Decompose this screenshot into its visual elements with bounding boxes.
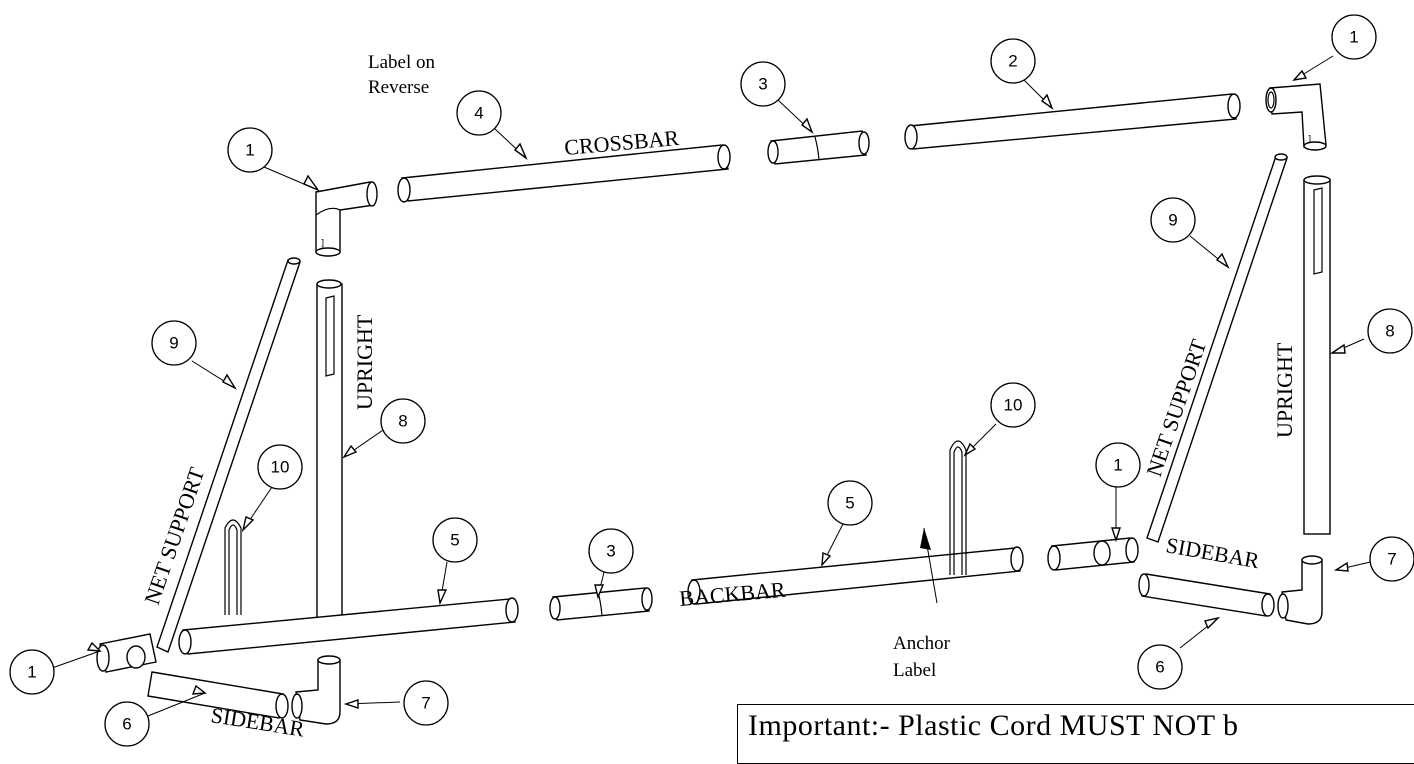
- svg-text:1: 1: [1113, 456, 1122, 475]
- svg-text:4: 4: [474, 104, 483, 123]
- callout-5-left: 5: [432, 517, 478, 563]
- corner-elbow-bottom-right: [1047, 537, 1139, 571]
- anchor-label-note-line1: Anchor: [893, 633, 951, 654]
- callout-8-right: 8: [1367, 308, 1413, 354]
- callout-7-left: 7: [403, 680, 449, 726]
- sidebar-pipe-left: [147, 671, 289, 719]
- callout-7-right: 7: [1369, 536, 1414, 582]
- svg-text:9: 9: [169, 334, 178, 353]
- arrow-heads: [86, 69, 1349, 709]
- callout-1-top-left: 1: [227, 127, 273, 173]
- upright-right: [1303, 175, 1331, 535]
- svg-text:1: 1: [1349, 28, 1358, 47]
- corner-elbow-top-right: ]: [1265, 83, 1327, 151]
- svg-text:2: 2: [1008, 52, 1017, 71]
- callout-10-left: 10: [257, 444, 303, 490]
- net-support-right: [1146, 153, 1288, 543]
- callout-3-bottom: 3: [588, 528, 634, 574]
- callout-6-left: 6: [104, 701, 150, 747]
- svg-text:]: ]: [1307, 135, 1312, 145]
- important-notice-text: Important:- Plastic Cord MUST NOT b: [748, 709, 1239, 742]
- sidebar-pipe-right: [1138, 573, 1275, 617]
- callout-1-bottom-right: 1: [1095, 442, 1141, 488]
- svg-text:8: 8: [398, 412, 407, 431]
- goal-assembly-diagram: ] ]: [9, 14, 1414, 747]
- svg-text:3: 3: [606, 542, 615, 561]
- svg-text:1: 1: [245, 141, 254, 160]
- upright-left: [316, 279, 343, 637]
- corner-elbow-top-left: ]: [315, 181, 378, 257]
- svg-text:9: 9: [1168, 211, 1177, 230]
- svg-text:5: 5: [450, 531, 459, 550]
- svg-text:]: ]: [320, 239, 325, 249]
- callout-1-top-right: 1: [1331, 14, 1377, 60]
- callout-1-bottom-left: 1: [9, 649, 55, 695]
- callout-10-right: 10: [990, 382, 1036, 428]
- callout-4: 4: [456, 90, 502, 136]
- svg-text:7: 7: [421, 694, 430, 713]
- callout-9-left: 9: [151, 320, 197, 366]
- corner-base-right: [1277, 555, 1323, 625]
- sidebar-label-right: SIDEBAR: [1164, 532, 1261, 573]
- label-on-reverse-note-line1: Label on: [368, 52, 436, 73]
- upright-label-right: UPRIGHT: [1272, 342, 1297, 438]
- net-support-left: [156, 257, 301, 653]
- svg-text:3: 3: [758, 75, 767, 94]
- anchor-peg-left: [224, 519, 242, 615]
- important-notice-box: Important:- Plastic Cord MUST NOT b: [737, 704, 1414, 764]
- callout-6-right: 6: [1137, 644, 1183, 690]
- crossbar-pipe: [397, 144, 731, 203]
- svg-text:6: 6: [1155, 658, 1164, 677]
- svg-text:6: 6: [122, 715, 131, 734]
- callout-9-right: 9: [1150, 197, 1196, 243]
- callout-8-left: 8: [380, 398, 426, 444]
- backbar-pipe-right: [687, 546, 1024, 605]
- svg-text:1: 1: [27, 663, 36, 682]
- svg-text:10: 10: [271, 458, 290, 477]
- callout-3-top: 3: [740, 61, 786, 107]
- anchor-label-note-line2: Label: [893, 660, 936, 681]
- svg-text:8: 8: [1385, 322, 1394, 341]
- callout-5-right: 5: [827, 480, 873, 526]
- corner-elbow-bottom-left: [96, 633, 157, 673]
- svg-text:7: 7: [1387, 550, 1396, 569]
- corner-base-left: [291, 655, 341, 725]
- svg-text:10: 10: [1004, 396, 1023, 415]
- crossbar-pipe-right: [904, 93, 1241, 150]
- connector-sleeve-bottom: [549, 587, 653, 621]
- backbar-pipe-left: [178, 597, 519, 655]
- upright-label-left: UPRIGHT: [352, 314, 377, 410]
- anchor-peg-right: [949, 440, 967, 575]
- svg-text:5: 5: [845, 494, 854, 513]
- connector-sleeve-top: [767, 130, 870, 165]
- callout-2: 2: [990, 38, 1036, 84]
- label-on-reverse-note-line2: Reverse: [368, 77, 429, 98]
